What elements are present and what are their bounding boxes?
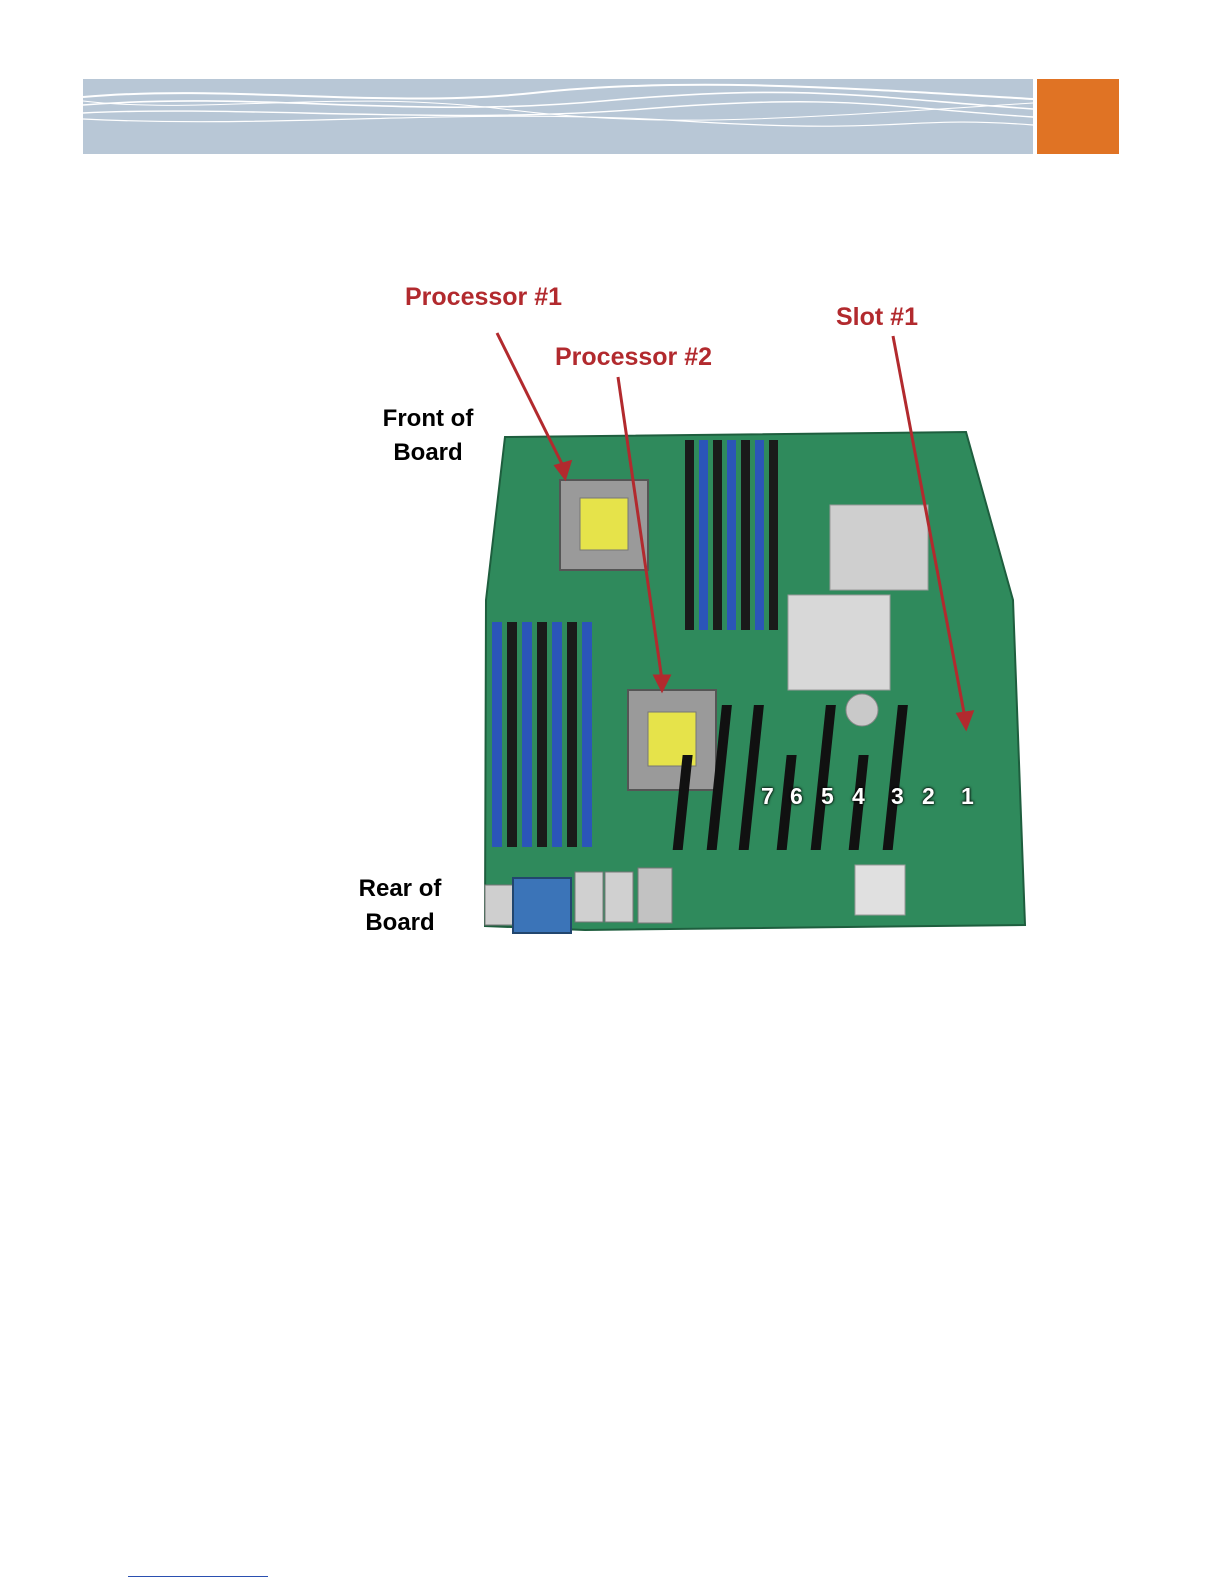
slot-number: 5 bbox=[821, 783, 834, 810]
cpu-socket-2 bbox=[628, 690, 716, 790]
processor-1-label: Processor #1 bbox=[405, 283, 562, 312]
slot-number: 1 bbox=[961, 783, 974, 810]
rear-of-board-line1: Rear of bbox=[345, 872, 455, 906]
motherboard-figure: Processor #1 Processor #2 Slot #1 Front … bbox=[0, 0, 1225, 1000]
slot-number: 3 bbox=[891, 783, 904, 810]
front-of-board-line2: Board bbox=[372, 436, 484, 470]
motherboard-illustration bbox=[0, 0, 1225, 1000]
slot-number: 2 bbox=[922, 783, 935, 810]
processor-2-label: Processor #2 bbox=[555, 343, 712, 372]
front-of-board-line1: Front of bbox=[372, 402, 484, 436]
slot-number: 6 bbox=[790, 783, 803, 810]
front-of-board-label: Front of Board bbox=[372, 402, 484, 470]
slot-1-label: Slot #1 bbox=[836, 303, 918, 332]
slot-number: 7 bbox=[761, 783, 774, 810]
footer-link-underline[interactable] bbox=[128, 1576, 268, 1577]
rear-of-board-label: Rear of Board bbox=[345, 872, 455, 940]
rear-of-board-line2: Board bbox=[345, 906, 455, 940]
memory-slots-left bbox=[492, 622, 592, 847]
slot-number: 4 bbox=[852, 783, 865, 810]
